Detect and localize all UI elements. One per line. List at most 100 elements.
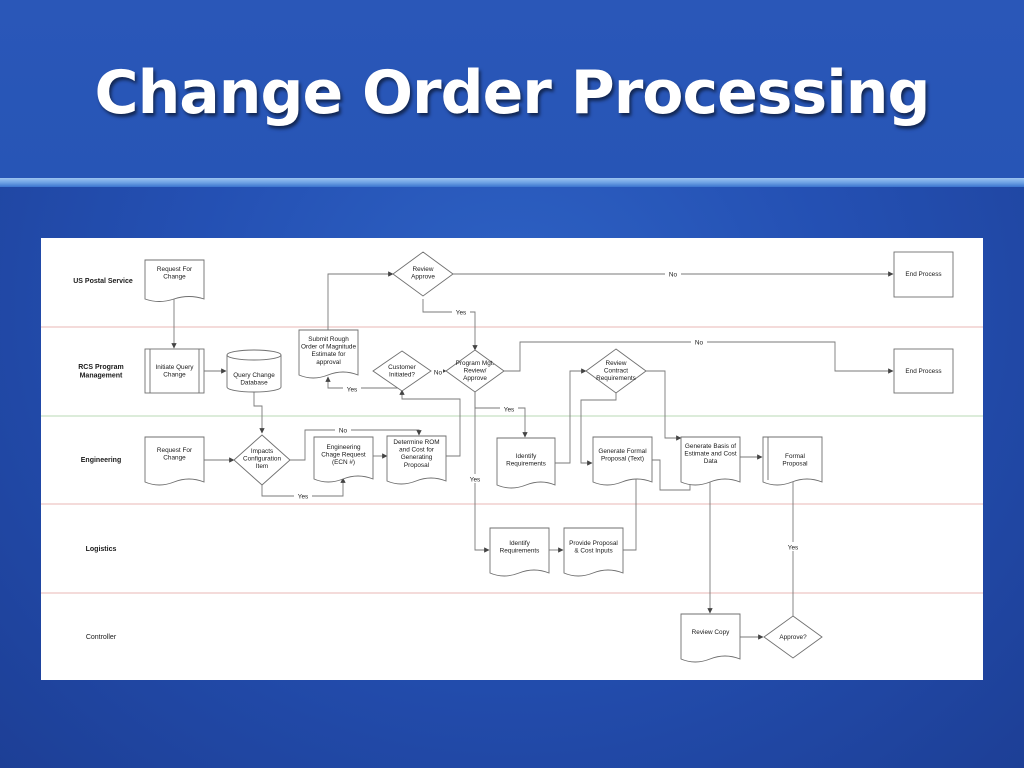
text-line: Approve? — [779, 634, 807, 641]
text-line: Provide Proposal — [569, 540, 618, 547]
text-line: Chage Request — [321, 452, 366, 459]
svg-text:Review Copy: Review Copy — [692, 629, 730, 636]
text-line: Proposal — [404, 462, 429, 469]
connector — [290, 429, 422, 461]
svg-text:Yes: Yes — [347, 387, 357, 394]
connector-label-customer-no: No — [431, 367, 443, 377]
text-line: Configuration — [243, 456, 281, 463]
connector — [253, 391, 265, 434]
text-line: Query Change — [233, 372, 275, 379]
text-line: Initiate Query — [155, 364, 194, 371]
text-line: Management — [80, 373, 123, 380]
text-line: Identify — [516, 453, 537, 460]
text-line: Requirements — [596, 375, 636, 382]
text-line: Determine ROM — [393, 439, 439, 446]
lane-label-controller: Controller — [86, 634, 117, 641]
svg-text:No: No — [434, 370, 443, 377]
text-line: approval — [316, 359, 341, 366]
lane-label-usps: US Postal Service — [73, 278, 133, 285]
text-line: Request For — [157, 266, 193, 273]
node-review-copy: Review Copy — [680, 613, 741, 663]
text-line: Program Mgt. — [456, 360, 495, 367]
connector — [555, 368, 587, 464]
text-line: Requirements — [500, 548, 540, 555]
text-line: Identify — [509, 540, 530, 547]
text-line: Order of Magnitude — [301, 344, 357, 351]
text-line: US Postal Service — [73, 278, 133, 285]
text-line: Submit Rough — [308, 336, 349, 343]
svg-text:No: No — [669, 272, 678, 279]
connector — [422, 299, 478, 351]
text-line: Approve — [463, 375, 487, 382]
slide-title: Change Order Processing — [94, 58, 931, 128]
text-line: Change — [163, 372, 186, 379]
text-line: Estimate and Cost — [684, 451, 736, 458]
text-line: End Process — [905, 271, 941, 278]
text-line: Review — [413, 266, 434, 273]
text-line: Initiated? — [389, 372, 415, 379]
text-line: Logistics — [86, 546, 117, 553]
svg-text:Yes: Yes — [298, 494, 308, 501]
text-line: (ECN #) — [332, 459, 355, 466]
text-line: Generate Basis of — [685, 443, 736, 450]
text-line: Impacts — [251, 448, 273, 455]
text-line: RCS Program — [78, 364, 124, 371]
connector — [474, 392, 528, 438]
svg-text:Yes: Yes — [788, 545, 798, 552]
text-line: Proposal — [782, 461, 807, 468]
text-line: and Cost for — [399, 447, 435, 454]
text-line: Formal — [785, 453, 805, 460]
connector-label-impacts-no: No — [335, 425, 351, 435]
text-line: Approve — [411, 274, 435, 281]
svg-text:End Process: End Process — [905, 271, 941, 278]
node-provide-proposal-cost-inputs: Provide Proposal& Cost Inputs — [563, 527, 624, 577]
svg-text:Approve?: Approve? — [779, 634, 807, 641]
connector — [646, 370, 682, 441]
connector-label-program-yes-eng: Yes — [500, 404, 518, 414]
connector — [623, 466, 639, 551]
text-line: & Cost Inputs — [574, 548, 612, 555]
connector — [399, 389, 461, 457]
connector — [580, 392, 617, 466]
node-approve: Approve? — [763, 615, 823, 659]
connector-label-program-yes-log: Yes — [466, 474, 484, 484]
node-end-process-1: End Process — [893, 251, 954, 298]
connector-label-review-no: No — [665, 269, 681, 279]
svg-text:Program Mgt.Review/Approve: Program Mgt.Review/Approve — [456, 360, 495, 382]
svg-text:Yes: Yes — [470, 477, 480, 484]
text-line: Request For — [157, 447, 193, 454]
text-line: Contract — [604, 368, 628, 375]
svg-text:No: No — [695, 340, 704, 347]
text-line: Database — [240, 380, 268, 387]
text-line: Engineering — [81, 457, 121, 464]
text-line: Estimate for — [311, 351, 346, 358]
text-line: Proposal (Text) — [601, 456, 644, 463]
svg-text:Yes: Yes — [456, 310, 466, 317]
